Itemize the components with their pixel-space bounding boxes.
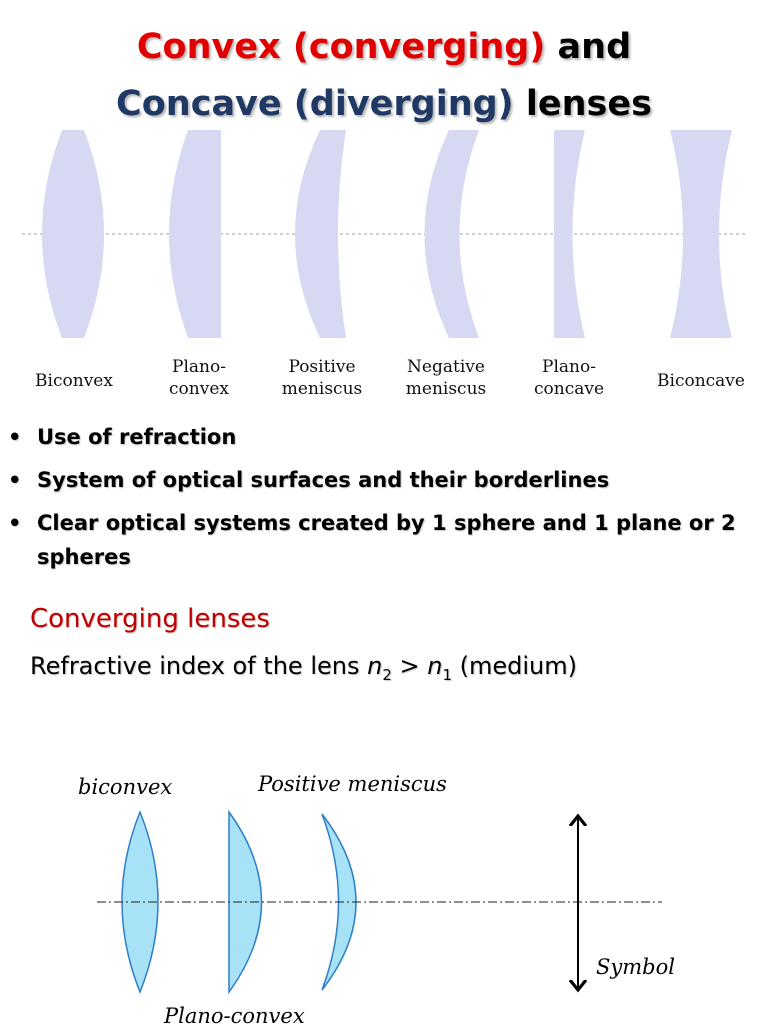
lens-label-biconvex: Biconvex: [35, 371, 113, 391]
refractive-index-formula: Refractive index of the lens n2 > n1 (me…: [30, 652, 578, 684]
symbol-label: Symbol: [596, 955, 675, 979]
title-lenses-text: lenses: [513, 84, 652, 124]
title-convex-text: Convex (converging): [136, 27, 546, 67]
lens-label-plano-concave: Plano-concave: [533, 357, 605, 399]
bullet-dot-icon: •: [8, 468, 22, 492]
lens-plano-concave: [554, 130, 585, 338]
converging-lenses-heading: Converging lenses: [30, 604, 270, 634]
slide-title-line-2: Concave (diverging) lenses: [0, 84, 768, 124]
lens-negative-meniscus: [424, 130, 479, 338]
bullet-dot-icon: •: [8, 511, 22, 535]
lens-label-plano-convex: Plano-convex: [169, 357, 229, 399]
slide-title-line-1: Convex (converging) and: [0, 27, 768, 67]
bullet-list: •Use of refraction •System of optical su…: [8, 420, 760, 583]
title-concave-text: Concave (diverging): [116, 84, 514, 124]
bullet-dot-icon: •: [8, 425, 22, 449]
bullet-item: •Clear optical systems created by 1 sphe…: [8, 506, 760, 574]
lens-positive-meniscus: [295, 130, 346, 338]
biconvex-label: biconvex: [78, 775, 173, 799]
lens-biconvex: [42, 130, 104, 338]
bullet-item: •System of optical surfaces and their bo…: [8, 463, 760, 497]
bullet-item: •Use of refraction: [8, 420, 760, 454]
positive-meniscus-label: Positive meniscus: [258, 772, 447, 796]
lens-label-biconcave: Biconcave: [657, 371, 745, 391]
title-and-text: and: [545, 27, 632, 67]
lens-biconcave: [670, 130, 732, 338]
lens-plano-convex: [169, 130, 221, 338]
plano-convex-label: Plano-convex: [164, 1004, 305, 1028]
converging-lenses-diagram: [97, 809, 662, 995]
lens-types-figure: [22, 130, 746, 338]
